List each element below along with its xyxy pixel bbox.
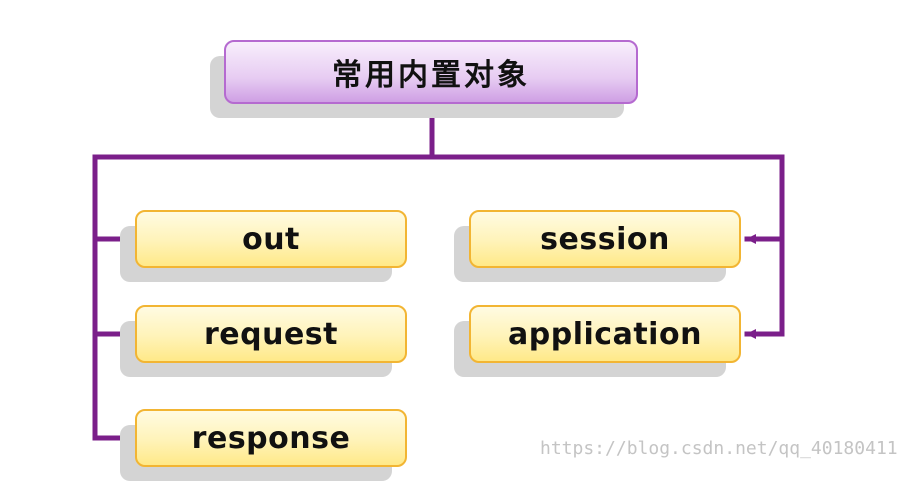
response-node-label: response [191,420,351,456]
session-node: session [469,210,741,268]
response-node: response [135,409,407,467]
connector-lines [92,101,785,443]
application-node-label: application [508,316,702,352]
out-node: out [135,210,407,268]
request-node-label: request [203,316,339,352]
session-node-label: session [540,221,670,257]
out-node-label: out [242,221,300,257]
root-node: 常用内置对象 [224,40,638,104]
root-node-label: 常用内置对象 [332,58,530,93]
application-node: application [469,305,741,363]
watermark-url: https://blog.csdn.net/qq_40180411 [540,438,898,459]
request-node: request [135,305,407,363]
